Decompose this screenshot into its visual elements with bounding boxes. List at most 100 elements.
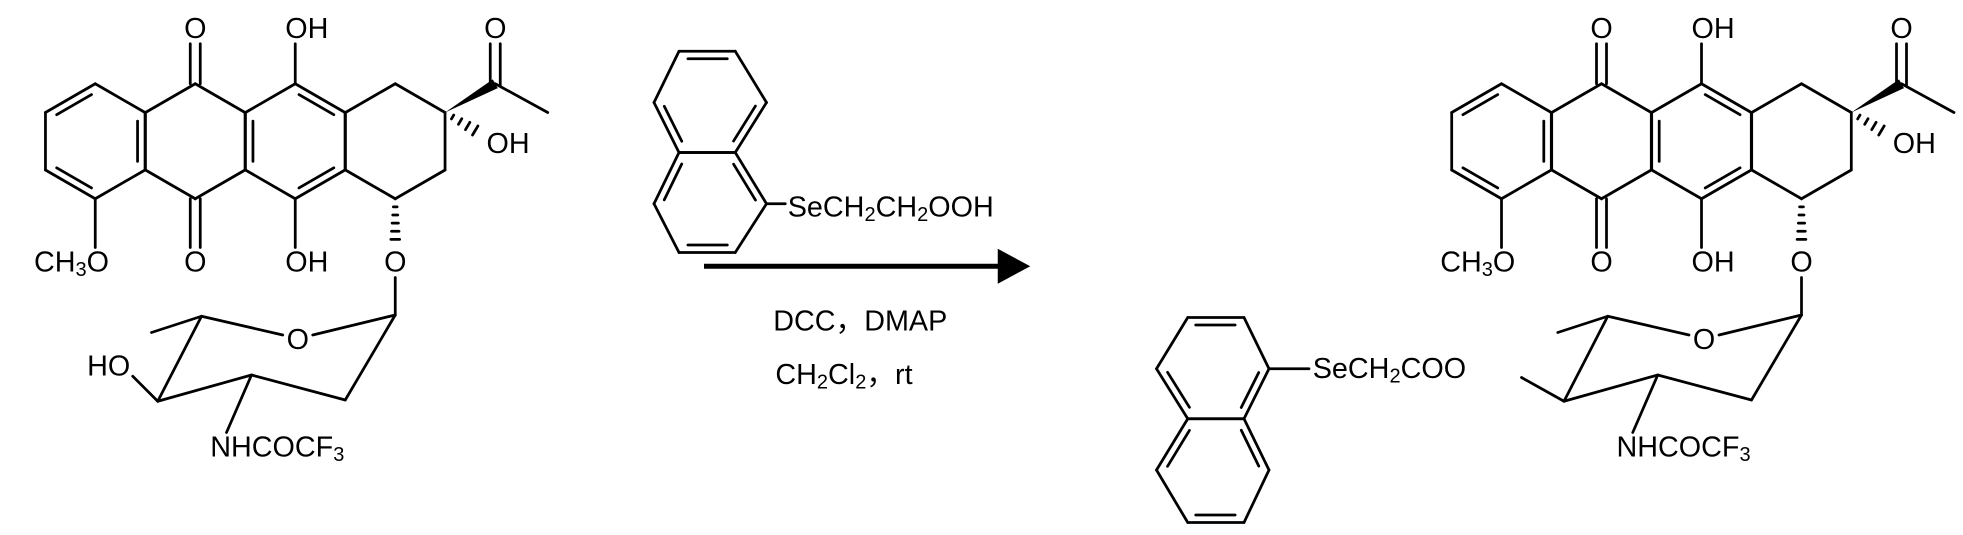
naphthalene-bond [1242, 417, 1271, 472]
double-bond-inner [662, 162, 684, 202]
double-bond-inner [1703, 93, 1742, 117]
ring-a-bond [44, 168, 97, 201]
ring-d-bond [393, 82, 447, 114]
naphthalene-bond [652, 101, 681, 154]
label-amide: NHCOCF3 [1617, 432, 1751, 467]
ring-c-bond [1650, 82, 1703, 114]
double-bond-inner [1461, 93, 1500, 117]
ester-bond [1520, 376, 1566, 403]
label-phenol-oh-bottom: OH [285, 247, 328, 279]
double-bond-inner [55, 166, 93, 190]
double-bond-inner [732, 162, 757, 202]
product-molecule: O OH O OH CH3O O OH O O SeCH2COO NHCOCF3 [1313, 13, 1936, 466]
label-quinone-o-top: O [184, 13, 206, 45]
ring-d-bond [344, 82, 397, 114]
ring-b-bond [1550, 82, 1603, 114]
ring-c-bond [1700, 82, 1753, 114]
ring-a-bond [93, 82, 147, 114]
sugar-ring-bond [1606, 314, 1691, 337]
label-glycoside-o: O [384, 247, 406, 279]
hashed-bond [1877, 124, 1886, 137]
sugar-ring-bond [1750, 313, 1803, 402]
wedge-bond [445, 79, 498, 113]
reactant-molecule: O OH O OH CH3O O OH O O HO NHCOCF3 [34, 13, 530, 466]
label-glycoside-o: O [1790, 247, 1812, 279]
sugar-ring-bond [156, 314, 203, 403]
double-bond-inner [1239, 428, 1261, 468]
methyl-bond [493, 82, 550, 114]
ring-a-bond [1450, 82, 1503, 114]
ring-c-bond [1650, 168, 1703, 201]
naphthalene-bond [1242, 367, 1271, 421]
label-ring-o: O [1693, 324, 1715, 356]
ring-a-bond [44, 82, 97, 114]
double-bond-inner [1703, 166, 1742, 190]
label-methoxy: CH3O [1440, 247, 1515, 282]
wedge-bond [1851, 79, 1904, 113]
ring-a-bond [93, 168, 147, 201]
hashed-bond [1870, 120, 1878, 132]
conditions-line-1: DCC，DMAP [773, 305, 947, 337]
naphthalene-bond [1242, 316, 1271, 371]
label-sugar-ho: HO [87, 350, 130, 382]
label-quinone-o-bottom: O [1590, 247, 1612, 279]
hashed-bond [457, 117, 464, 126]
double-bond-inner [297, 93, 336, 117]
ring-c-bond [293, 82, 347, 114]
label-phenol-oh-bottom: OH [1692, 247, 1735, 279]
ring-d-bond [1800, 82, 1853, 114]
hashed-bond [1856, 113, 1862, 121]
ring-b-bond [1600, 168, 1653, 201]
ring-b-bond [1550, 168, 1603, 201]
hashed-bond [471, 124, 480, 137]
ring-c-bond [293, 168, 347, 201]
label-naphthyl-chain: SeCH2CH2OOH [788, 192, 994, 227]
label-quinone-o-top: O [1590, 13, 1612, 45]
double-bond-inner [1461, 166, 1500, 190]
sugar-ring-bond [156, 373, 253, 403]
label-amide: NHCOCF3 [210, 432, 344, 467]
sugar-ring-bond [1562, 314, 1610, 403]
hashed-bond [1863, 117, 1870, 126]
ring-b-bond [193, 168, 247, 201]
ring-a-bond [1450, 168, 1503, 201]
ring-b-bond [1600, 82, 1653, 114]
reaction-arrow-head [997, 248, 1031, 284]
naphthalene-bond [1155, 367, 1190, 421]
naphthalene-bond [733, 101, 768, 154]
naphthalene-bond [652, 49, 681, 104]
naphthalene-bond [652, 202, 681, 254]
methyl-bond [1900, 82, 1956, 114]
naphthalene-bond [1155, 417, 1190, 472]
ring-c-bond [244, 82, 297, 114]
ring-b-bond [193, 82, 247, 114]
label-tert-oh: OH [1893, 128, 1936, 160]
sugar-ring-bond [1562, 373, 1660, 403]
naphthalene-bond [1242, 468, 1271, 524]
sugar-ring-bond [1717, 313, 1803, 337]
ring-c-bond [244, 168, 297, 201]
amide-bond [225, 373, 253, 434]
methyl-bond [150, 314, 203, 334]
label-ring-o: O [287, 324, 309, 356]
double-bond-inner [1239, 371, 1261, 409]
hashed-bond [450, 113, 456, 121]
amide-bond [1631, 373, 1660, 434]
label-acetyl-o: O [1890, 13, 1912, 45]
double-bond-inner [662, 104, 684, 143]
ring-d-bond [344, 168, 397, 201]
hashed-bond [464, 120, 472, 132]
ring-d-bond [1750, 168, 1803, 201]
naphthalene-bond [1155, 316, 1190, 371]
naphthalene-bond [733, 49, 768, 104]
sugar-ring-bond [200, 314, 285, 337]
label-phenol-oh-top: OH [1692, 13, 1735, 45]
double-bond-inner [297, 166, 336, 190]
double-bond-inner [55, 93, 93, 117]
ring-c-bond [1700, 168, 1753, 201]
ring-d-bond [1750, 82, 1803, 114]
reagent: SeCH2CH2OOH DCC，DMAP CH2Cl2，rt [704, 192, 1031, 394]
double-bond-inner [732, 104, 757, 143]
sugar-ring-bond [250, 373, 347, 402]
